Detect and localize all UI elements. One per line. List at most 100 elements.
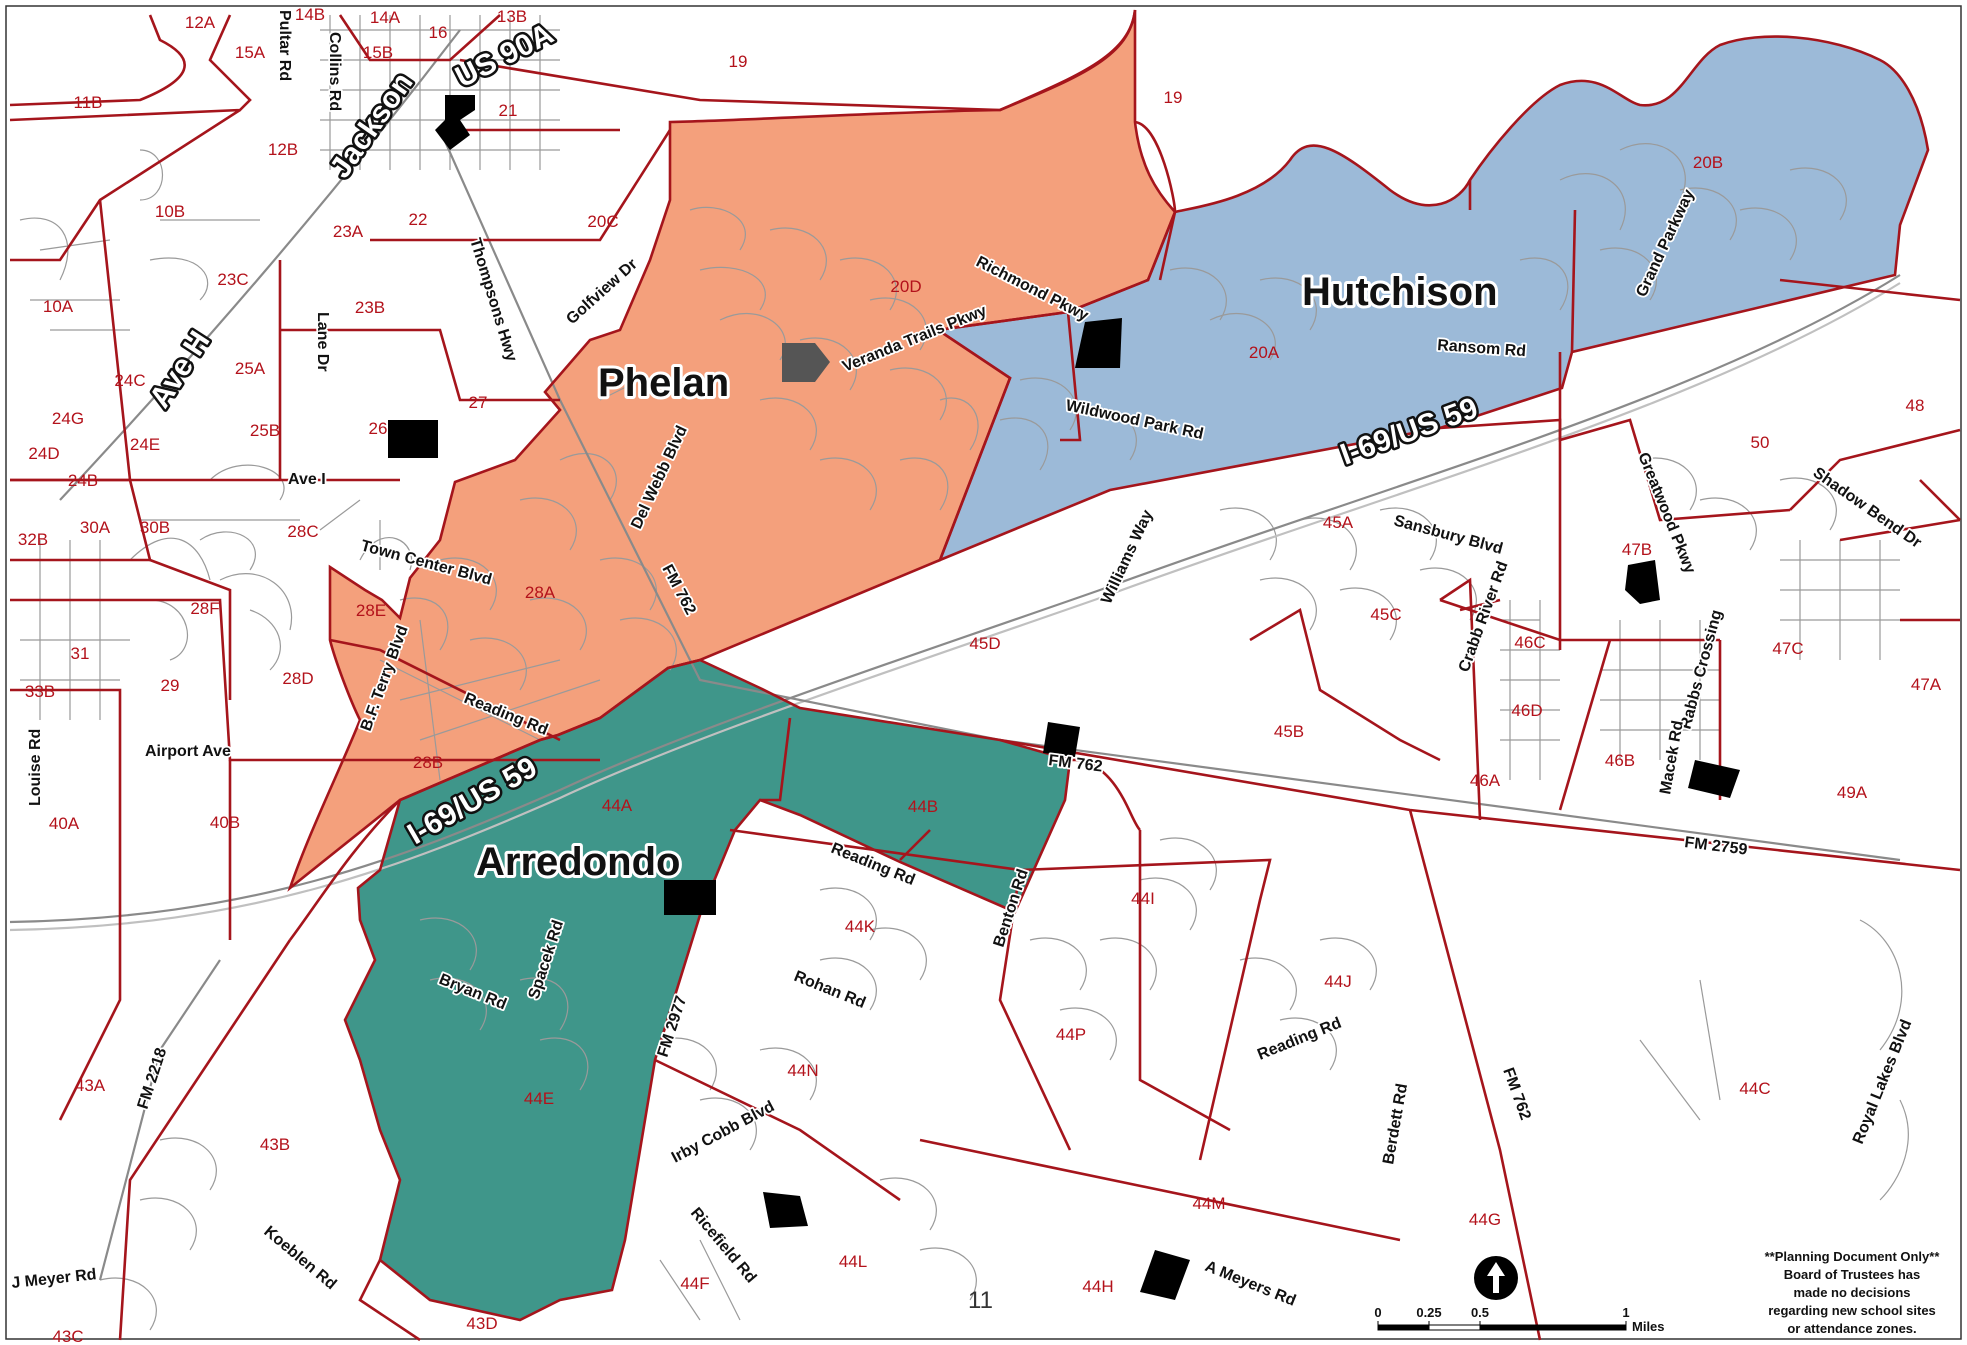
zone-label: 20C: [587, 212, 618, 231]
road-label-louise: Louise Rd: [27, 729, 44, 806]
zone-label: 43C: [52, 1327, 83, 1345]
school-site-icon[interactable]: [763, 1192, 808, 1228]
zone-label: 26: [369, 419, 388, 438]
zone-label: 29: [161, 676, 180, 695]
zone-label: 14A: [370, 8, 401, 27]
scale-unit: Miles: [1632, 1319, 1665, 1334]
zone-label: 44C: [1739, 1079, 1770, 1098]
zone-label: 23C: [217, 270, 248, 289]
road-label-airport: Airport Ave: [145, 743, 231, 760]
zone-label: 23B: [355, 298, 385, 317]
page-number: 11: [968, 1287, 993, 1314]
zone-label: 44F: [680, 1274, 709, 1293]
north-arrow-icon: [1474, 1256, 1518, 1300]
zone-label: 43B: [260, 1135, 290, 1154]
road-label-ave-i: Ave I: [288, 471, 326, 488]
disclaimer-note: **Planning Document Only** Board of Trus…: [1765, 1249, 1941, 1336]
scale-tick-2: 0.5: [1471, 1305, 1489, 1320]
zone-label: 49A: [1837, 783, 1868, 802]
zone-label: 12A: [185, 13, 216, 32]
zone-label: 44J: [1324, 972, 1351, 991]
scale-bar: 0 0.25 0.5 1 Miles: [1374, 1305, 1664, 1334]
zone-label: 40B: [210, 813, 240, 832]
school-labels: Phelan Hutchison Arredondo: [473, 267, 1501, 887]
school-label-arredondo[interactable]: Arredondo: [473, 837, 683, 887]
zone-label: 46C: [1514, 633, 1545, 652]
zone-label: 24E: [130, 435, 160, 454]
school-site-icon[interactable]: [388, 420, 438, 458]
school-site-icon[interactable]: [1043, 722, 1080, 757]
zone-label: 47B: [1622, 540, 1652, 559]
zone-label: 45C: [1370, 605, 1401, 624]
zone-label: 44K: [845, 917, 876, 936]
fm-762-road: [438, 129, 1901, 862]
zone-label: 25A: [235, 359, 266, 378]
zone-label: 25B: [250, 421, 280, 440]
school-label-phelan[interactable]: Phelan: [595, 358, 732, 408]
school-site-icon[interactable]: [1140, 1250, 1190, 1300]
zone-label: 46B: [1605, 751, 1635, 770]
school-site-icon[interactable]: [435, 95, 475, 150]
school-site-icon[interactable]: [1625, 560, 1660, 604]
major-roads: [9, 29, 1901, 1281]
zone-label: 19: [1164, 88, 1183, 107]
zone-label: 20D: [890, 277, 921, 296]
zone-label: 33B: [25, 682, 55, 701]
school-zones: [290, 10, 1928, 1320]
zone-label: 45D: [969, 634, 1000, 653]
phelan-zone[interactable]: [290, 10, 1175, 888]
zone-label: 43A: [75, 1076, 106, 1095]
disclaimer-line: or attendance zones.: [1787, 1321, 1916, 1336]
road-label-pultar: Pultar Rd: [276, 10, 293, 81]
zone-label: 44I: [1131, 889, 1155, 908]
zone-label: 14B: [295, 5, 325, 24]
zone-label: 44A: [602, 796, 633, 815]
zone-label: 20B: [1693, 153, 1723, 172]
zone-label: 16: [429, 23, 448, 42]
school-label-hutchison[interactable]: Hutchison: [1299, 267, 1501, 317]
school-site-icon[interactable]: [664, 880, 716, 915]
scale-tick-0: 0: [1374, 1305, 1381, 1320]
zone-label: 22: [409, 210, 428, 229]
zone-label: 47C: [1772, 639, 1803, 658]
zone-label: 24C: [114, 371, 145, 390]
zone-label: 45A: [1323, 513, 1354, 532]
zone-label: 50: [1751, 433, 1770, 452]
zone-label: 43D: [466, 1314, 497, 1333]
zone-label: 31: [71, 644, 90, 663]
us-90a-road: [59, 29, 461, 501]
school-sites: [388, 95, 1740, 1300]
disclaimer-line: Board of Trustees has: [1784, 1267, 1921, 1282]
zone-label: 23A: [333, 222, 364, 241]
zone-label: 44E: [524, 1089, 554, 1108]
zone-label: 32B: [18, 530, 48, 549]
zone-label: 30B: [140, 518, 170, 537]
disclaimer-line: **Planning Document Only**: [1765, 1249, 1941, 1264]
zone-label: 44L: [839, 1252, 867, 1271]
interstate-69-road-inner: [9, 282, 1901, 932]
school-site-icon[interactable]: [1688, 760, 1740, 798]
zone-label: 15B: [363, 43, 393, 62]
school-site-icon[interactable]: [782, 343, 830, 382]
zone-label: 24D: [28, 444, 59, 463]
zone-label: 27: [469, 393, 488, 412]
road-label-collins: Collins Rd: [326, 32, 343, 111]
fm-2218-road: [98, 959, 221, 1281]
zone-label: 21: [499, 101, 518, 120]
zone-label: 20A: [1249, 343, 1280, 362]
scale-tick-3: 1: [1622, 1305, 1629, 1320]
zone-label: 30A: [80, 518, 111, 537]
school-zone-outlines: [287, 9, 1930, 1322]
zone-label: 10A: [43, 297, 74, 316]
zone-label: 10B: [155, 202, 185, 221]
disclaimer-line: regarding new school sites: [1768, 1303, 1936, 1318]
zone-label: 46D: [1511, 701, 1542, 720]
zone-label: 44H: [1082, 1277, 1113, 1296]
interstate-69-road: [9, 274, 1901, 924]
hutchison-zone[interactable]: [938, 36, 1928, 560]
school-site-icon[interactable]: [1075, 318, 1122, 368]
arredondo-zone[interactable]: [345, 660, 1070, 1320]
zone-label: 44G: [1469, 1210, 1501, 1229]
zone-label: 28A: [525, 583, 556, 602]
